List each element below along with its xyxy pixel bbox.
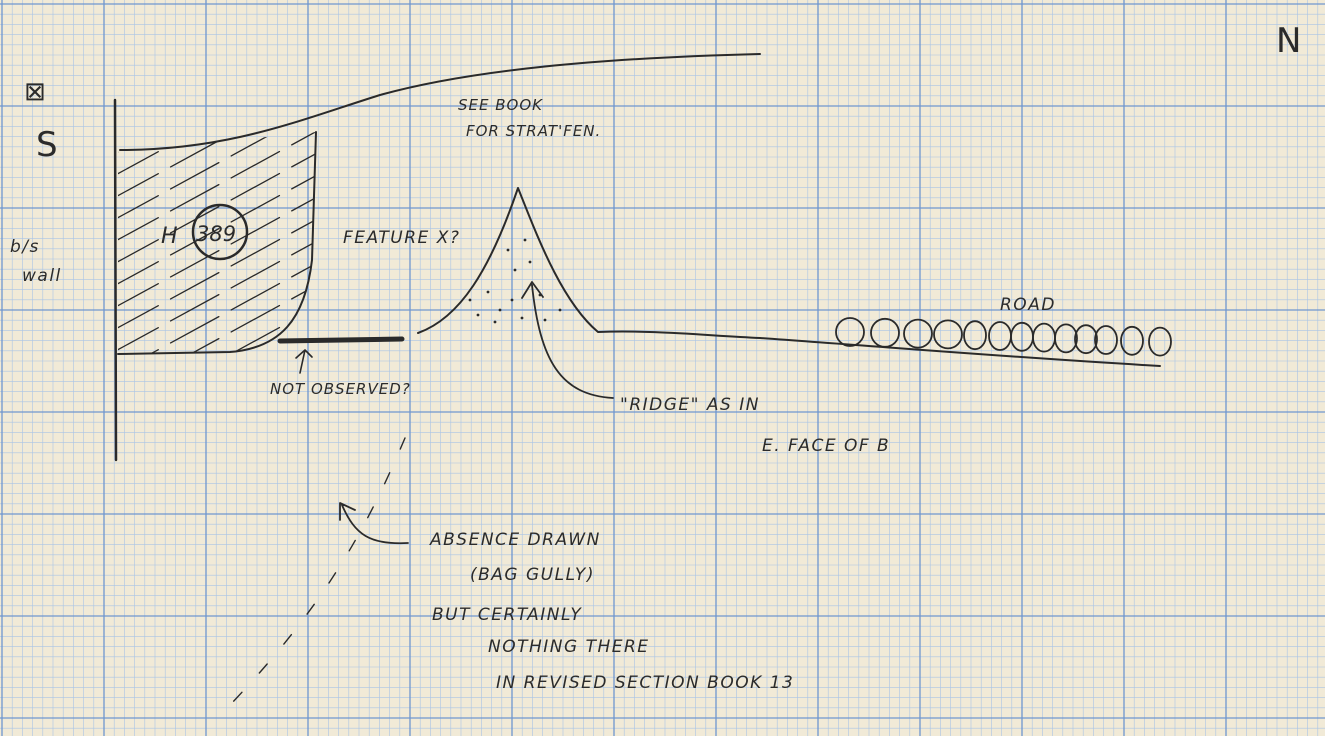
stipple-dot: [486, 290, 490, 294]
road-circle: [1148, 326, 1172, 357]
ridge-note-line1: "RIDGE" AS IN: [620, 395, 760, 415]
hatch-stroke: [110, 0, 330, 90]
road-circle: [870, 317, 900, 348]
road-circle: [903, 318, 933, 349]
hatch-stroke: [118, 167, 316, 289]
south-label: S: [36, 125, 58, 165]
road-circle: [1074, 324, 1098, 355]
hatch-stroke: [110, 432, 330, 552]
road-circle: [1010, 321, 1034, 352]
hatch-stroke: [110, 454, 330, 574]
stipple-dot: [513, 268, 517, 272]
absence-note-line5: IN REVISED SECTION BOOK 13: [496, 673, 794, 693]
stipple-dot: [493, 320, 497, 324]
hatch-stroke: [110, 476, 330, 596]
feature-389-outline: [117, 131, 317, 355]
wall-label-line1: b/s: [10, 237, 40, 257]
not-observed-bar: [277, 336, 405, 344]
road-circle: [988, 321, 1012, 351]
stipple-dot: [528, 260, 532, 264]
hatch-stroke: [110, 388, 330, 508]
wall-label-line2: wall: [22, 266, 62, 286]
wall-line: [113, 98, 118, 462]
stipple-dot: [498, 308, 502, 312]
projected-dashed-line: [229, 437, 406, 706]
hatch-stroke: [118, 132, 316, 179]
hatch-stroke: [110, 410, 330, 530]
surface-line: [119, 53, 761, 151]
see-book-line1: SEE BOOK: [458, 96, 543, 114]
road-circle: [835, 317, 865, 347]
hatch-stroke: [118, 132, 316, 201]
feature-prefix: H: [161, 224, 178, 249]
ridge-stipple: [468, 238, 562, 324]
stipple-dot: [506, 248, 510, 252]
hatch-stroke: [110, 586, 330, 706]
hatch-stroke: [110, 0, 330, 2]
stipple-dot: [520, 316, 524, 320]
stipple-dot: [468, 298, 472, 302]
hatch-stroke: [118, 132, 316, 157]
road-symbols: [835, 317, 1172, 357]
hatch-stroke: [118, 299, 316, 354]
feature-id: 389: [196, 222, 236, 246]
absence-note-line1: ABSENCE DRAWN: [429, 530, 601, 550]
feature-x-label: FEATURE X?: [343, 228, 460, 248]
hatch-stroke: [110, 0, 330, 112]
stipple-dot: [558, 308, 562, 312]
stipple-dot: [523, 238, 527, 242]
road-label: ROAD: [1000, 295, 1056, 315]
not-observed-arrow: [295, 349, 313, 374]
ridge-profile: [417, 187, 1161, 367]
hatch-stroke: [118, 211, 316, 333]
road-circle: [1032, 322, 1056, 353]
road-circle: [933, 319, 963, 350]
north-label: N: [1276, 21, 1301, 61]
ridge-arrow: [521, 281, 614, 399]
absence-note-line3: BUT CERTAINLY: [432, 605, 582, 625]
road-circle: [1054, 323, 1078, 354]
hatch-stroke: [118, 277, 316, 354]
hatch-stroke: [110, 564, 330, 684]
hatch-stroke: [110, 0, 330, 68]
hatch-stroke: [118, 132, 316, 245]
feature-id-circle: [191, 203, 249, 261]
hatch-stroke: [118, 343, 316, 354]
stipple-dot: [510, 298, 514, 302]
hatch-stroke: [118, 255, 316, 354]
hatch-stroke: [118, 233, 316, 354]
hatch-stroke: [110, 520, 330, 640]
absence-arrow: [339, 502, 409, 545]
road-circle: [963, 320, 987, 351]
stipple-dot: [476, 313, 480, 317]
hatch-stroke: [118, 132, 316, 223]
hatch-stroke: [110, 0, 330, 46]
road-circle: [1120, 325, 1144, 356]
road-circle: [1094, 325, 1118, 355]
crossed-box-mark: ⊠: [24, 77, 46, 107]
hatch-stroke: [118, 145, 316, 267]
absence-note-line4: NOTHING THERE: [488, 637, 650, 657]
see-book-line2: FOR STRAT'FEN.: [466, 122, 601, 140]
stipple-dot: [543, 318, 547, 322]
hatch-stroke: [110, 498, 330, 618]
not-observed-label: NOT OBSERVED?: [270, 380, 411, 398]
hatch-stroke: [110, 0, 330, 24]
hatch-stroke: [110, 542, 330, 662]
absence-note-line2: (BAG GULLY): [470, 565, 595, 585]
hatch-stroke: [118, 132, 316, 135]
ridge-note-line2: E. FACE OF B: [762, 436, 890, 456]
hatch-stroke: [118, 189, 316, 311]
